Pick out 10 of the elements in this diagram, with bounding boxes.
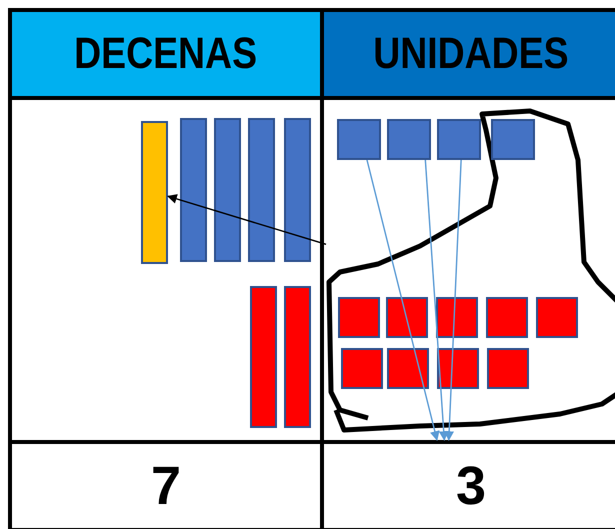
digit-text: 3 <box>456 455 486 517</box>
header-text: UNIDADES <box>373 29 569 79</box>
arrow <box>424 160 449 441</box>
unit-cube <box>491 119 535 160</box>
arrow <box>167 194 326 246</box>
ten-rod <box>141 121 168 264</box>
digit-text: 7 <box>150 455 182 517</box>
arrow <box>366 160 440 441</box>
header-text: DECENAS <box>74 29 258 79</box>
arrow <box>444 160 462 441</box>
